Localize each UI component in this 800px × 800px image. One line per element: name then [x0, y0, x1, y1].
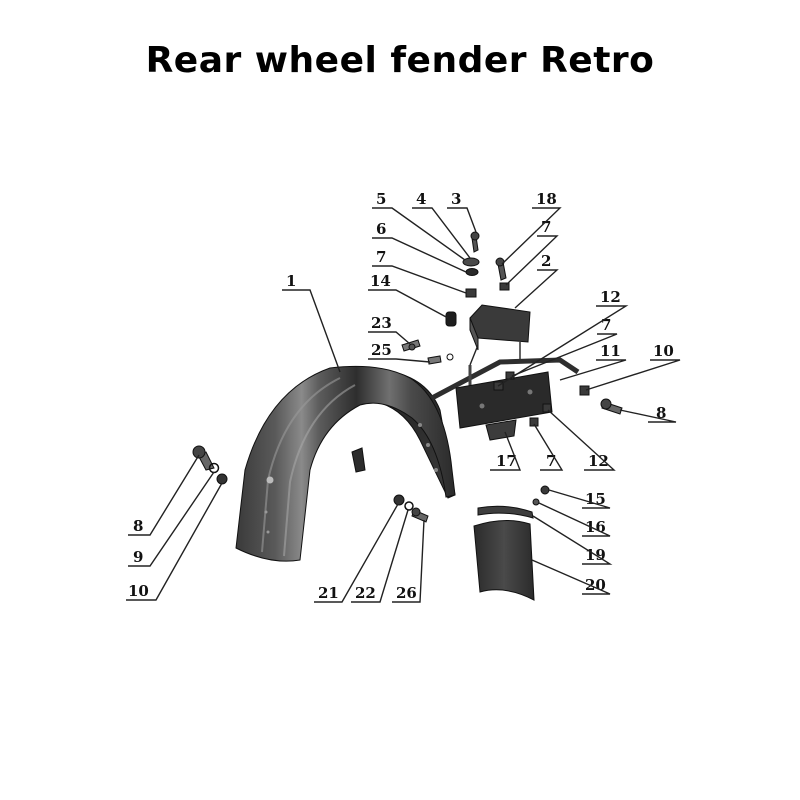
callout-label: 9: [133, 548, 143, 566]
callout-label: 11: [600, 342, 621, 360]
callout-label: 5: [376, 190, 386, 208]
callout-label: 8: [656, 404, 666, 422]
callout-label: 14: [370, 272, 391, 290]
callout-label: 7: [541, 218, 551, 236]
callout-label: 26: [396, 584, 417, 602]
callout-label: 1: [286, 272, 296, 290]
callout-label: 17: [496, 452, 517, 470]
fender-mount-hole: [266, 476, 274, 484]
callout-label: 10: [128, 582, 149, 600]
hardware-parts: [192, 231, 623, 523]
callout-label: 8: [133, 517, 143, 535]
callout-label: 7: [546, 452, 556, 470]
license-plate-bracket: [455, 371, 553, 441]
flap-reinforcement-strip: [477, 505, 534, 519]
callout-label: 7: [601, 316, 611, 334]
callout-label: 23: [371, 314, 392, 332]
callouts: 1 2 3 4 5 6 7 7 7 7 8 8 9: [126, 190, 681, 603]
callout-label: 21: [318, 584, 339, 602]
callout-label: 10: [653, 342, 674, 360]
callout-label: 7: [376, 248, 386, 266]
callout-label: 4: [416, 190, 426, 208]
callout-label: 6: [376, 220, 386, 238]
callout-label: 15: [585, 490, 606, 508]
callout-label: 22: [355, 584, 376, 602]
page-title: Rear wheel fender Retro: [145, 40, 655, 81]
callout-label: 2: [541, 252, 551, 270]
callout-label: 25: [371, 341, 392, 359]
mud-flap: [473, 505, 535, 601]
callout-label: 12: [600, 288, 621, 306]
callout-label: 12: [588, 452, 609, 470]
callout-label: 18: [536, 190, 557, 208]
fender-support-bracket: [430, 304, 580, 401]
rear-fender: [235, 365, 456, 562]
callout-label: 3: [451, 190, 461, 208]
